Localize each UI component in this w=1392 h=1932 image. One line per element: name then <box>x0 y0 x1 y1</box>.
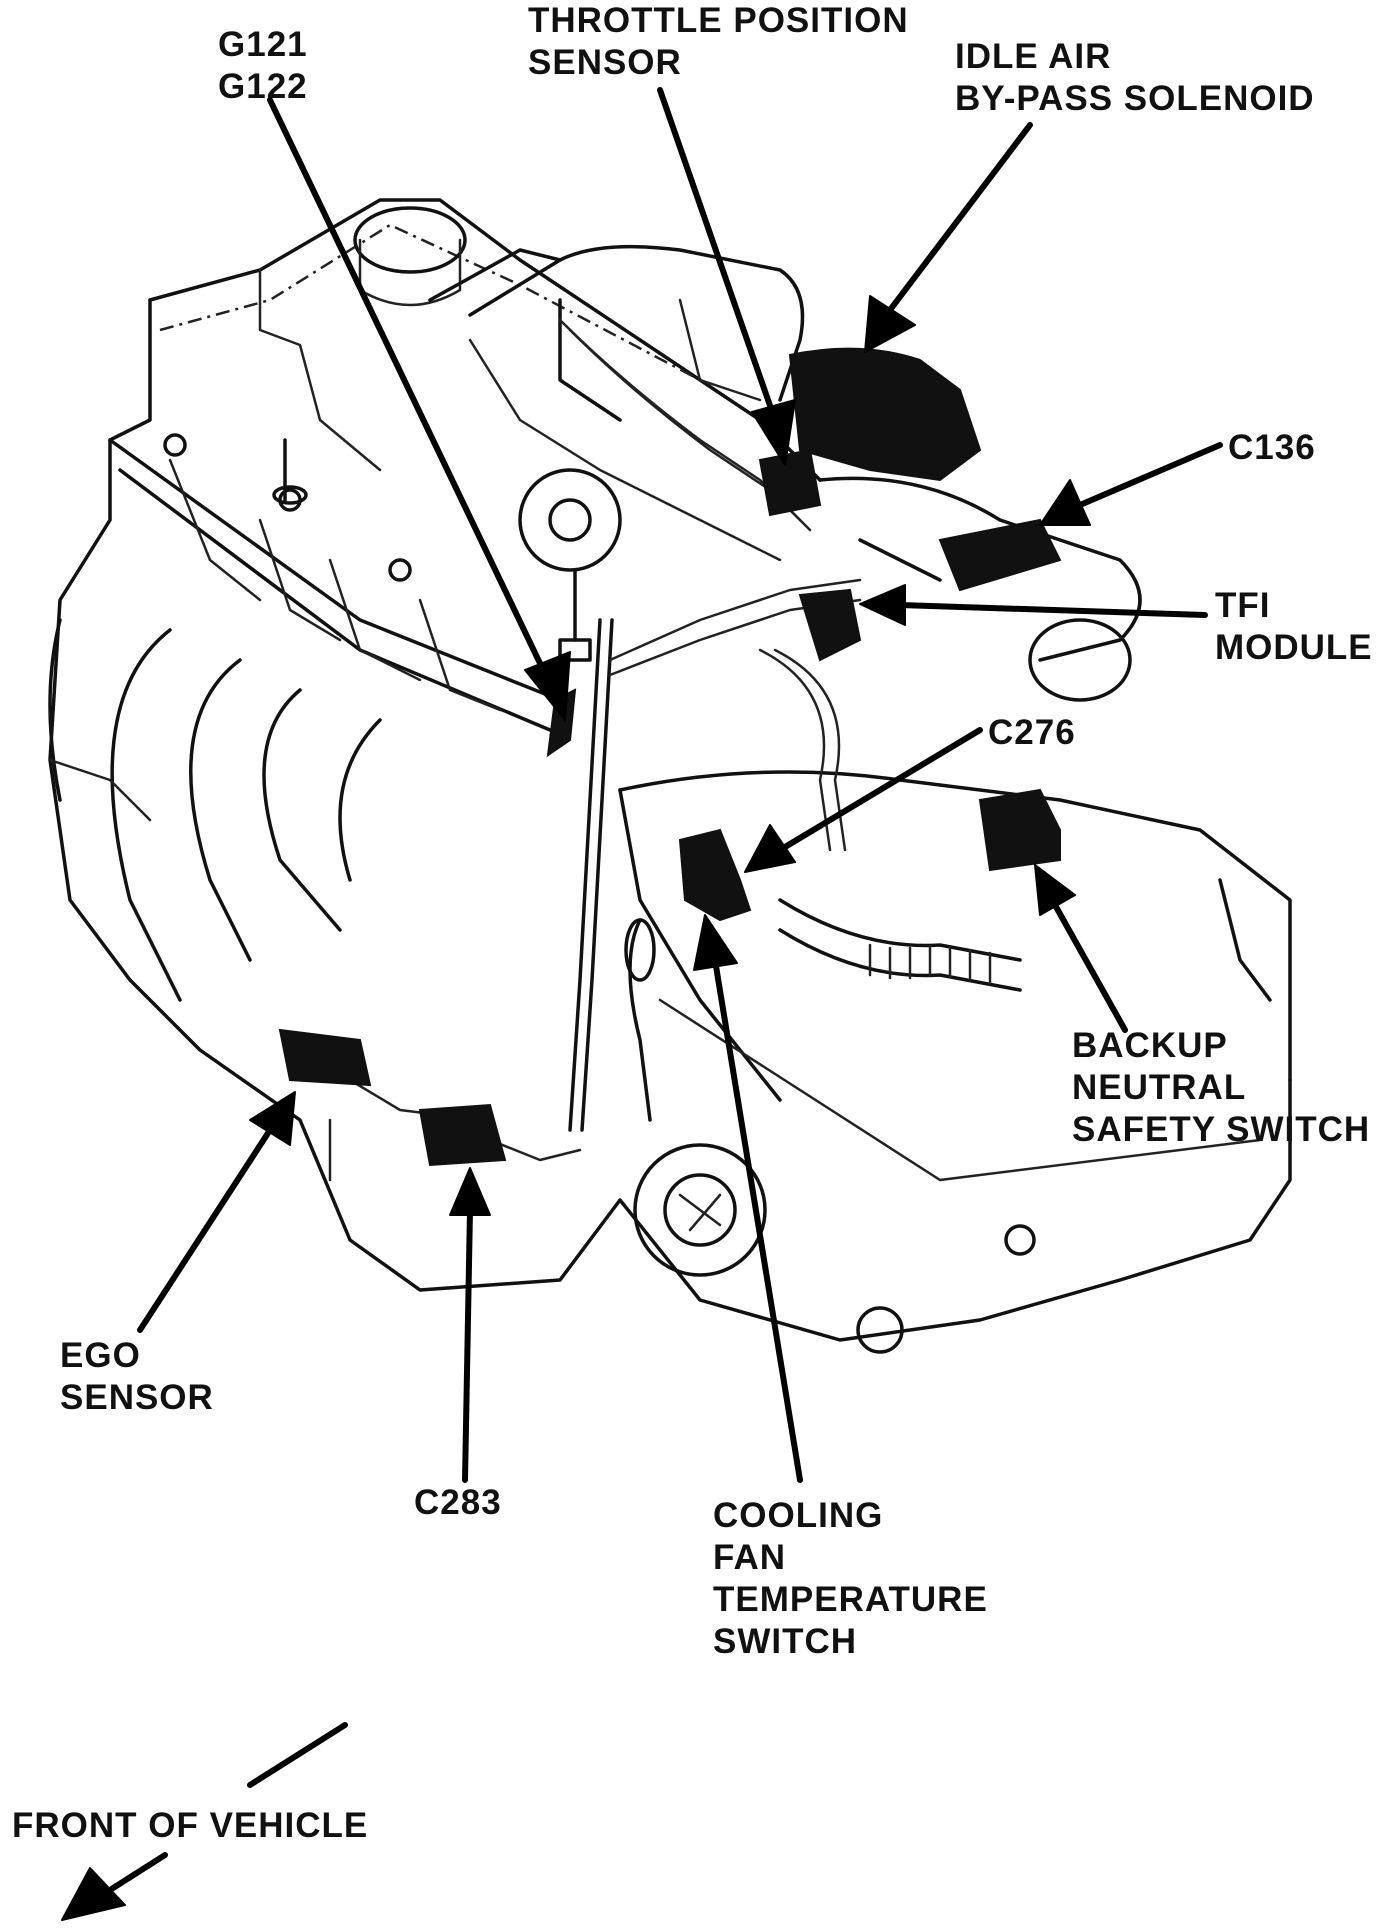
label-front-of-vehicle: FRONT OF VEHICLE <box>12 1805 368 1847</box>
label-tfi-line1: TFI <box>1215 586 1271 625</box>
label-g121: G121 <box>218 25 308 64</box>
label-tps-line1: THROTTLE POSITION <box>528 1 909 40</box>
label-ego-line1: EGO <box>60 1336 141 1375</box>
label-tfi-line2: MODULE <box>1215 628 1373 667</box>
c136-connector <box>938 518 1062 592</box>
backup-neutral-switch-connector <box>978 788 1061 872</box>
label-iac-line2: BY-PASS SOLENOID <box>955 79 1315 118</box>
idle-air-bypass-solenoid <box>788 347 982 482</box>
label-fan-line4: SWITCH <box>713 1622 858 1661</box>
label-backup-line3: SAFETY SWITCH <box>1072 1110 1371 1149</box>
label-tps-line2: SENSOR <box>528 43 682 82</box>
connectors <box>278 347 1062 1167</box>
label-ego-sensor: EGO SENSOR <box>60 1335 214 1419</box>
transmission-housing <box>618 770 1292 1354</box>
label-g121-g122: G121 G122 <box>218 24 308 108</box>
label-front-text: FRONT OF VEHICLE <box>12 1806 369 1845</box>
label-throttle-position-sensor: THROTTLE POSITION SENSOR <box>528 0 909 84</box>
label-backup-neutral-safety-switch: BACKUP NEUTRAL SAFETY SWITCH <box>1072 1025 1370 1151</box>
label-backup-line2: NEUTRAL <box>1072 1068 1247 1107</box>
wiring-harness <box>328 318 1022 1182</box>
label-c276-text: C276 <box>988 713 1076 752</box>
label-c276: C276 <box>988 712 1076 754</box>
label-c283-text: C283 <box>414 1483 502 1522</box>
label-fan-line2: FAN <box>713 1538 786 1577</box>
label-tfi-module: TFI MODULE <box>1215 585 1373 669</box>
label-c283: C283 <box>414 1482 502 1524</box>
tfi-module-connector <box>798 588 862 662</box>
ego-sensor-connector <box>278 1028 372 1087</box>
label-fan-line3: TEMPERATURE <box>713 1580 988 1619</box>
engine-outline <box>48 198 1292 1342</box>
leader-arrows <box>137 87 1223 1483</box>
label-c136: C136 <box>1228 427 1316 469</box>
label-idle-air-bypass-solenoid: IDLE AIR BY-PASS SOLENOID <box>955 36 1315 120</box>
label-cooling-fan-temperature-switch: COOLING FAN TEMPERATURE SWITCH <box>713 1495 988 1663</box>
label-c136-text: C136 <box>1228 428 1316 467</box>
label-backup-line1: BACKUP <box>1072 1026 1228 1065</box>
label-ego-line2: SENSOR <box>60 1378 214 1417</box>
intake-manifold <box>108 433 562 732</box>
throttle-position-sensor <box>758 448 822 517</box>
arrow-down-left-icon <box>61 1722 348 1921</box>
c283-connector <box>418 1103 507 1167</box>
c276-connector <box>678 828 752 922</box>
label-g122: G122 <box>218 67 308 106</box>
exhaust-pipes <box>48 618 382 1002</box>
air-intake <box>558 244 1142 702</box>
label-fan-line1: COOLING <box>713 1496 884 1535</box>
label-iac-line1: IDLE AIR <box>955 37 1112 76</box>
